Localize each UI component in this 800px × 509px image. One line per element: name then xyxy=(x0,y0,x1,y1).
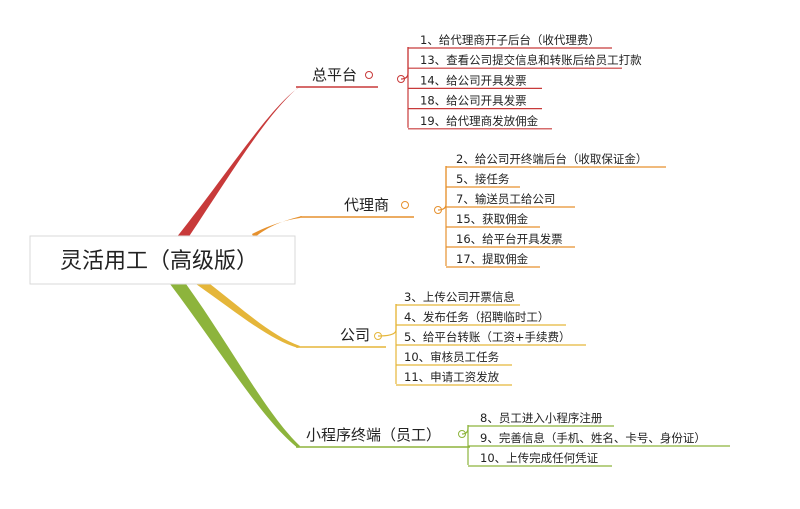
leaf-item-label[interactable]: 18、给公司开具发票 xyxy=(420,94,527,108)
collapse-toggle-icon[interactable] xyxy=(458,430,466,438)
leaf-item-label[interactable]: 4、发布任务（招聘临时工） xyxy=(404,310,549,324)
branch-company[interactable]: 公司 3、上传公司开票信息 4、发布任务（招聘临时工） 5、给平台转账（工资+手续费… xyxy=(296,290,586,386)
collapse-toggle-icon[interactable] xyxy=(365,71,373,79)
branch-connector-miniprogram xyxy=(170,284,300,448)
branch-label: 总平台 xyxy=(312,66,357,84)
leaf-item-label[interactable]: 3、上传公司开票信息 xyxy=(404,290,515,304)
leaf-item-label[interactable]: 5、给平台转账（工资+手续费） xyxy=(404,330,570,344)
leaf-item-label[interactable]: 9、完善信息（手机、姓名、卡号、身份证） xyxy=(480,431,706,445)
watermark: ayc.cn User upload xyxy=(636,477,764,491)
root-node[interactable]: 灵活用工（高级版） xyxy=(29,235,296,285)
leaf-item-label[interactable]: 8、员工进入小程序注册 xyxy=(480,411,603,425)
leaf-connector xyxy=(400,47,409,80)
leaf-item-label[interactable]: 2、给公司开终端后台（收取保证金） xyxy=(456,152,647,166)
root-box xyxy=(29,235,296,285)
leaf-connector xyxy=(437,166,447,211)
branch-label: 代理商 xyxy=(344,196,389,214)
leaf-item-label[interactable]: 16、给平台开具发票 xyxy=(456,232,563,246)
leaf-item-label[interactable]: 14、给公司开具发票 xyxy=(420,73,527,87)
leaf-item-label[interactable]: 15、获取佣金 xyxy=(456,212,529,226)
leaf-item-label[interactable]: 10、审核员工任务 xyxy=(404,350,500,364)
branch-connector-platform xyxy=(176,86,300,238)
branch-miniprogram[interactable]: 小程序终端（员工） 8、员工进入小程序注册 9、完善信息（手机、姓名、卡号、身份证… xyxy=(296,411,730,467)
branch-label: 公司 xyxy=(340,326,370,344)
leaf-item-label[interactable]: 1、给代理商开子后台（收代理费） xyxy=(420,33,600,47)
branch-platform[interactable]: 总平台 1、给代理商开子后台（收代理费） 13、查看公司提交信息和转账后给员工打款… xyxy=(296,33,642,130)
leaf-item-label[interactable]: 13、查看公司提交信息和转账后给员工打款 xyxy=(420,53,642,67)
root-label: 灵活用工（高级版） xyxy=(60,249,258,274)
collapse-toggle-icon[interactable] xyxy=(401,201,409,209)
leaf-item-label[interactable]: 17、提取佣金 xyxy=(456,252,529,266)
leaf-item-label[interactable]: 19、给代理商发放佣金 xyxy=(420,114,539,128)
branch-agent[interactable]: 代理商 2、给公司开终端后台（收取保证金） 5、接任务 7、输送员工给公司 15、获取… xyxy=(300,152,666,268)
leaf-connector xyxy=(377,304,397,337)
leaf-item-label[interactable]: 10、上传完成任何凭证 xyxy=(480,451,599,465)
leaf-item-label[interactable]: 7、输送员工给公司 xyxy=(456,192,555,206)
branch-connector-agent xyxy=(252,216,302,238)
branch-label: 小程序终端（员工） xyxy=(306,426,441,444)
leaf-item-label[interactable]: 5、接任务 xyxy=(456,172,510,186)
leaf-item-label[interactable]: 11、申请工资发放 xyxy=(404,370,500,384)
branch-connector-company xyxy=(196,284,300,348)
